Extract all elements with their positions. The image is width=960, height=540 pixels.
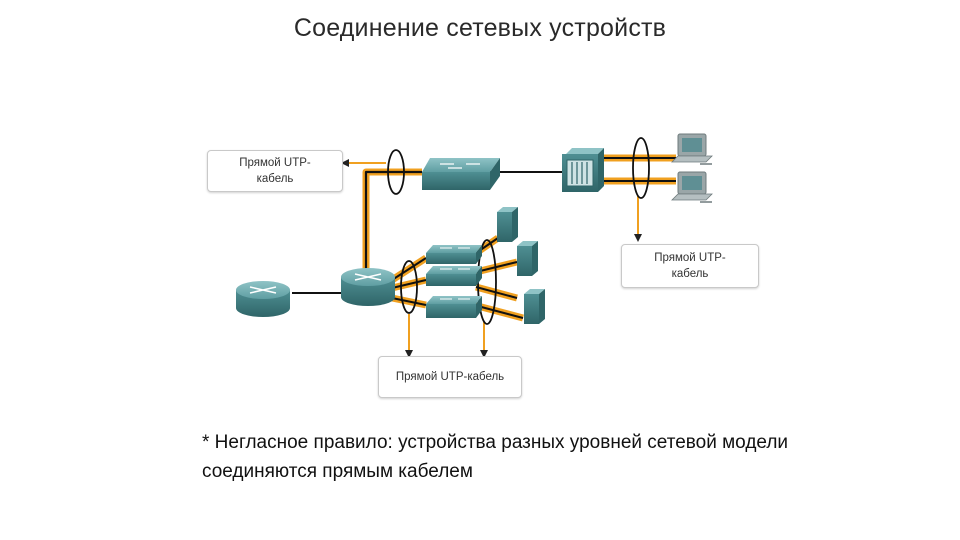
server-3 xyxy=(524,289,545,324)
callout-right-label: Прямой UTP- кабель xyxy=(654,252,726,280)
router-center xyxy=(341,268,395,306)
pc-2 xyxy=(671,171,713,203)
cables xyxy=(292,154,676,358)
cable-router-switches xyxy=(391,257,427,306)
slide-title: Соединение сетевых устройств xyxy=(293,14,667,42)
server-1 xyxy=(497,207,518,242)
bundle-ellipse-hub xyxy=(632,137,650,199)
callout-bottom: Прямой UTP-кабель xyxy=(378,356,522,398)
callout-top-left: Прямой UTP- кабель xyxy=(207,150,343,192)
arrow-head-right xyxy=(634,234,642,242)
cable-switches-servers xyxy=(469,237,524,319)
pc-1 xyxy=(671,133,713,165)
arrow-head-bottom-1 xyxy=(405,350,413,358)
switch-lower-1 xyxy=(426,245,482,264)
switch-lower-3 xyxy=(426,296,482,318)
arrow-head-top-left xyxy=(341,159,349,167)
switch-lower-2 xyxy=(426,266,482,286)
callout-top-left-label: Прямой UTP- кабель xyxy=(239,157,311,185)
switch-top xyxy=(422,158,500,190)
arrow-head-bottom-2 xyxy=(480,350,488,358)
rule-note: * Негласное правило: устройства разных у… xyxy=(202,432,789,482)
callout-bottom-label: Прямой UTP-кабель xyxy=(395,371,505,383)
callout-right: Прямой UTP- кабель xyxy=(621,244,759,288)
router-left xyxy=(236,281,290,317)
cable-hub-pcs xyxy=(603,157,676,182)
cable-bundle-markers xyxy=(387,137,650,325)
bundle-ellipse-router xyxy=(400,260,418,314)
hub-device xyxy=(562,148,604,192)
cable-router-switch xyxy=(364,170,422,272)
bundle-ellipse-left xyxy=(387,149,405,195)
server-2 xyxy=(517,241,538,276)
